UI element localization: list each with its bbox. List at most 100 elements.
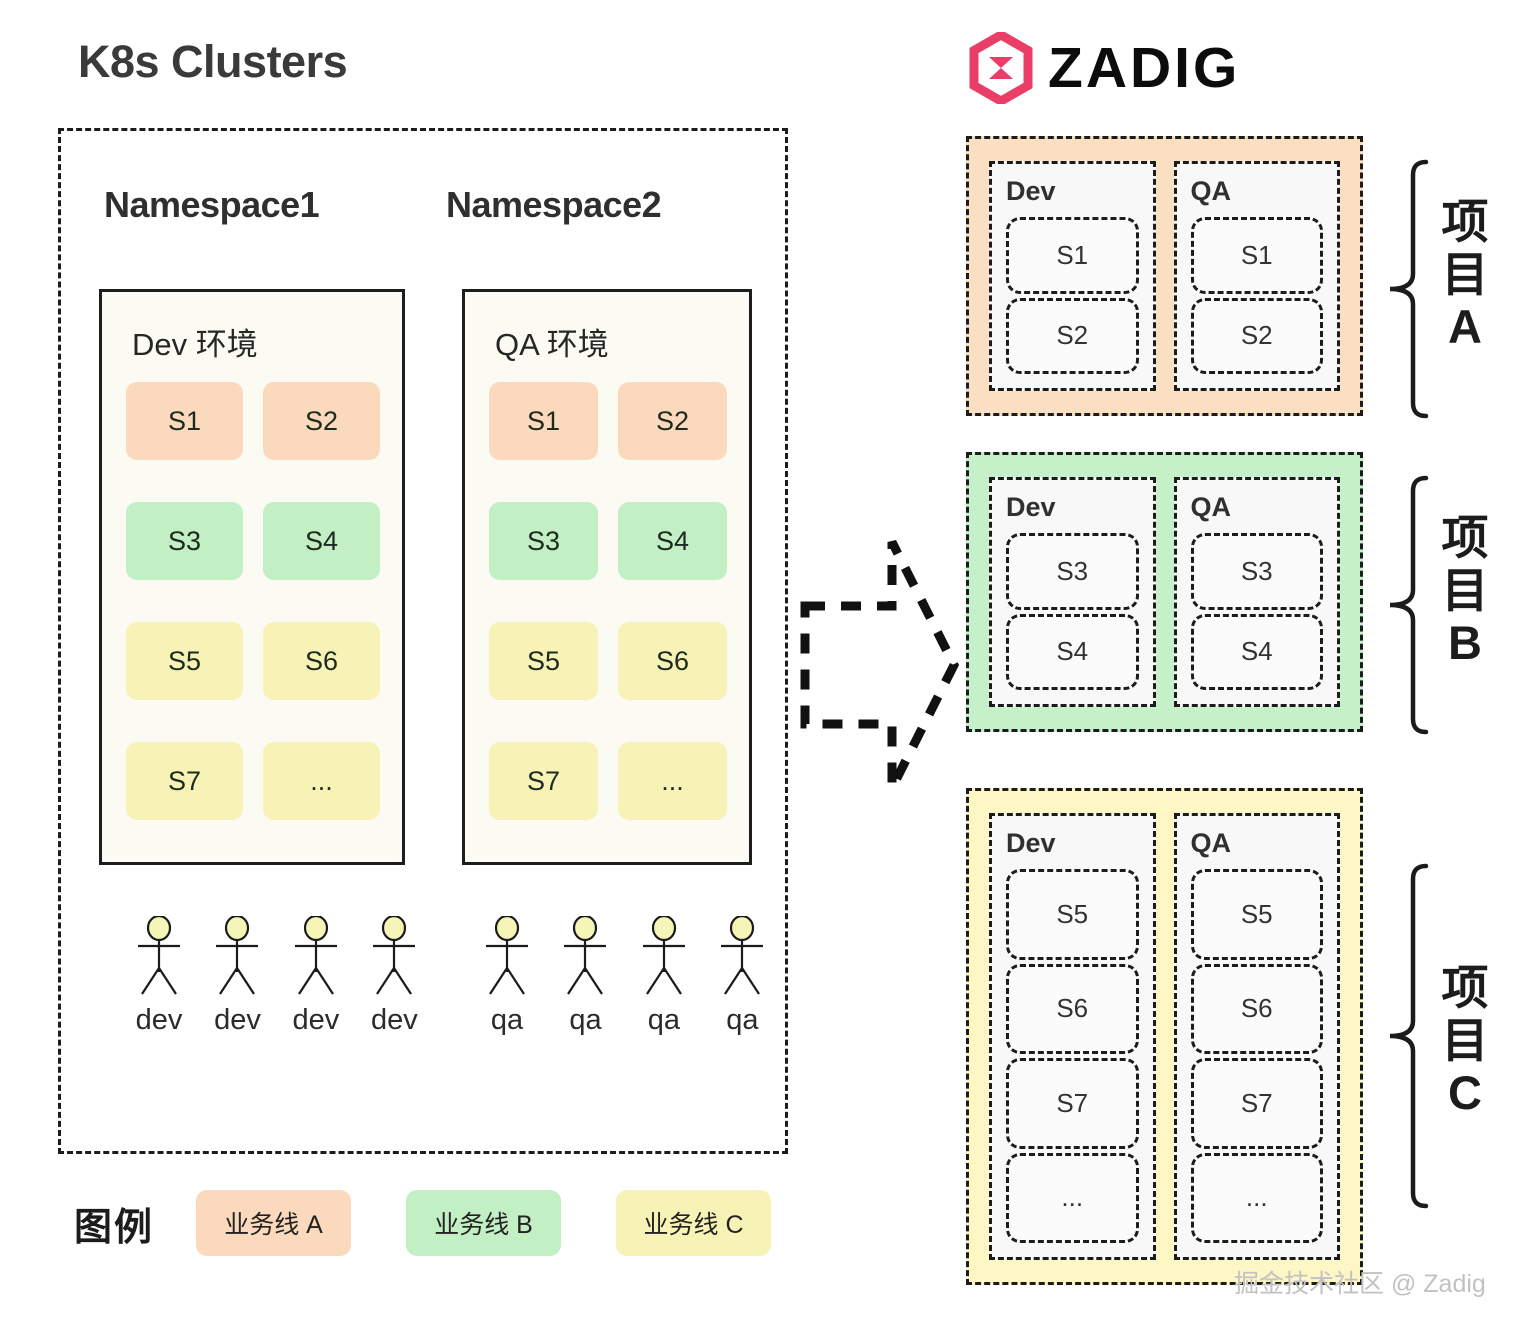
env-title: QA [1190, 828, 1232, 858]
service-box: S6 [618, 622, 727, 700]
user-stick-figure: dev [200, 916, 274, 1037]
project-label-char: 项 [1441, 195, 1489, 248]
env-title: Dev [1006, 828, 1056, 858]
env-service-box: S2 [1190, 297, 1323, 374]
user-label: dev [214, 1004, 261, 1036]
env-title: Dev [1006, 492, 1056, 522]
project-label-char: 目 [1441, 563, 1489, 617]
env-title: QA [1190, 492, 1232, 522]
namespace-1-panel: Dev 环境 S1 S2 S3 S4 S5 S6 S7 ... [99, 289, 405, 865]
service-box: S7 [126, 742, 243, 820]
person-icon [564, 916, 607, 995]
namespace-1-title: Namespace1 [104, 184, 320, 225]
user-label: qa [490, 1004, 524, 1036]
env-service-list: S5 S6 S7 ... [1006, 869, 1139, 1243]
service-box: S5 [489, 622, 598, 700]
dev-users-group: dev dev dev dev [122, 916, 431, 1037]
person-icon [642, 916, 685, 995]
qa-users-group: qa qa qa qa [470, 916, 779, 1037]
user-stick-figure: dev [357, 916, 431, 1037]
env-service-list: S1 S2 [1006, 217, 1139, 374]
project-label-char: B [1448, 616, 1482, 670]
user-label: qa [569, 1004, 602, 1036]
service-box: S2 [263, 382, 380, 460]
legend-item-business-line-b: 业务线 B [406, 1190, 562, 1256]
user-label: qa [647, 1004, 681, 1036]
zadig-mark-icon [969, 32, 1033, 104]
project-label-char: A [1448, 300, 1482, 354]
env-service-list: S1 S2 [1190, 217, 1323, 374]
service-box: S6 [263, 622, 380, 700]
env-title: Dev [1006, 176, 1056, 206]
project-c-dev-column: Dev S5 S6 S7 ... [989, 813, 1156, 1260]
person-icon [721, 916, 764, 995]
namespace-2-env-label: QA 环境 [495, 327, 609, 362]
project-b-dev-column: Dev S3 S4 [989, 477, 1156, 707]
user-stick-figure: dev [122, 916, 196, 1037]
user-label: dev [370, 1004, 418, 1036]
project-label-char: 目 [1441, 1013, 1489, 1067]
env-service-box: S5 [1190, 869, 1323, 960]
project-c-qa-column: QA S5 S6 S7 ... [1173, 813, 1340, 1260]
user-label: dev [135, 1004, 183, 1036]
service-box: S1 [126, 382, 243, 460]
env-service-list: S5 S6 S7 ... [1190, 869, 1323, 1243]
namespace-2-title: Namespace2 [446, 184, 662, 225]
project-c-label: 项 目 C [1434, 961, 1496, 1120]
env-service-box: S5 [1006, 869, 1139, 960]
project-a-container: Dev S1 S2 QA S1 S2 [966, 136, 1363, 416]
project-c-container: Dev S5 S6 S7 ... QA S5 S6 S7 ... [966, 788, 1363, 1285]
project-a-qa-column: QA S1 S2 [1173, 161, 1340, 391]
project-label-char: 项 [1441, 961, 1489, 1014]
project-label-char: C [1448, 1066, 1482, 1120]
service-box: S2 [618, 382, 727, 460]
env-service-box: S7 [1190, 1058, 1323, 1149]
env-service-box: S7 [1006, 1058, 1139, 1149]
service-box: S1 [489, 382, 598, 460]
person-icon [216, 916, 259, 995]
env-service-box: S1 [1006, 217, 1139, 294]
project-label-char: 项 [1441, 511, 1489, 564]
user-stick-figure: qa [627, 916, 701, 1037]
user-stick-figure: qa [548, 916, 622, 1037]
env-service-box: S3 [1190, 533, 1323, 610]
namespace-1-service-grid: S1 S2 S3 S4 S5 S6 S7 ... [126, 382, 380, 820]
legend-item-business-line-c: 业务线 C [616, 1190, 772, 1256]
service-box: S3 [489, 502, 598, 580]
project-c-brace-icon [1389, 863, 1429, 1209]
user-stick-figure: dev [279, 916, 353, 1037]
project-b-brace-icon [1389, 475, 1429, 735]
service-box: ... [618, 742, 727, 820]
legend: 图例 业务线 A 业务线 B 业务线 C [74, 1190, 826, 1256]
service-box: S3 [126, 502, 243, 580]
env-service-box: S4 [1190, 613, 1323, 690]
env-service-list: S3 S4 [1006, 533, 1139, 690]
legend-item-business-line-a: 业务线 A [196, 1190, 352, 1256]
legend-title: 图例 [74, 1206, 155, 1249]
person-icon [138, 916, 180, 995]
namespace-1-env-label: Dev 环境 [132, 327, 258, 362]
project-label-char: 目 [1441, 247, 1489, 301]
env-service-box: S6 [1006, 963, 1139, 1054]
service-box: S7 [489, 742, 598, 820]
project-a-dev-column: Dev S1 S2 [989, 161, 1156, 391]
user-label: dev [292, 1004, 340, 1036]
project-a-brace-icon [1389, 159, 1429, 419]
transform-arrow-icon [800, 539, 960, 791]
env-service-list: S3 S4 [1190, 533, 1323, 690]
env-title: QA [1190, 176, 1232, 206]
service-box: ... [263, 742, 380, 820]
project-a-label: 项 目 A [1434, 195, 1496, 354]
user-stick-figure: qa [470, 916, 544, 1037]
zadig-wordmark: ZADIG [1048, 35, 1241, 100]
person-icon [294, 916, 337, 995]
watermark: 掘金技术社区 @ Zadig [1234, 1270, 1486, 1298]
env-service-box: S4 [1006, 613, 1139, 690]
service-box: S4 [618, 502, 727, 580]
env-service-box: ... [1190, 1152, 1323, 1243]
namespace-2-service-grid: S1 S2 S3 S4 S5 S6 S7 ... [489, 382, 727, 820]
namespace-2-panel: QA 环境 S1 S2 S3 S4 S5 S6 S7 ... [462, 289, 752, 865]
service-box: S5 [126, 622, 243, 700]
env-service-box: ... [1006, 1152, 1139, 1243]
person-icon [373, 916, 416, 995]
